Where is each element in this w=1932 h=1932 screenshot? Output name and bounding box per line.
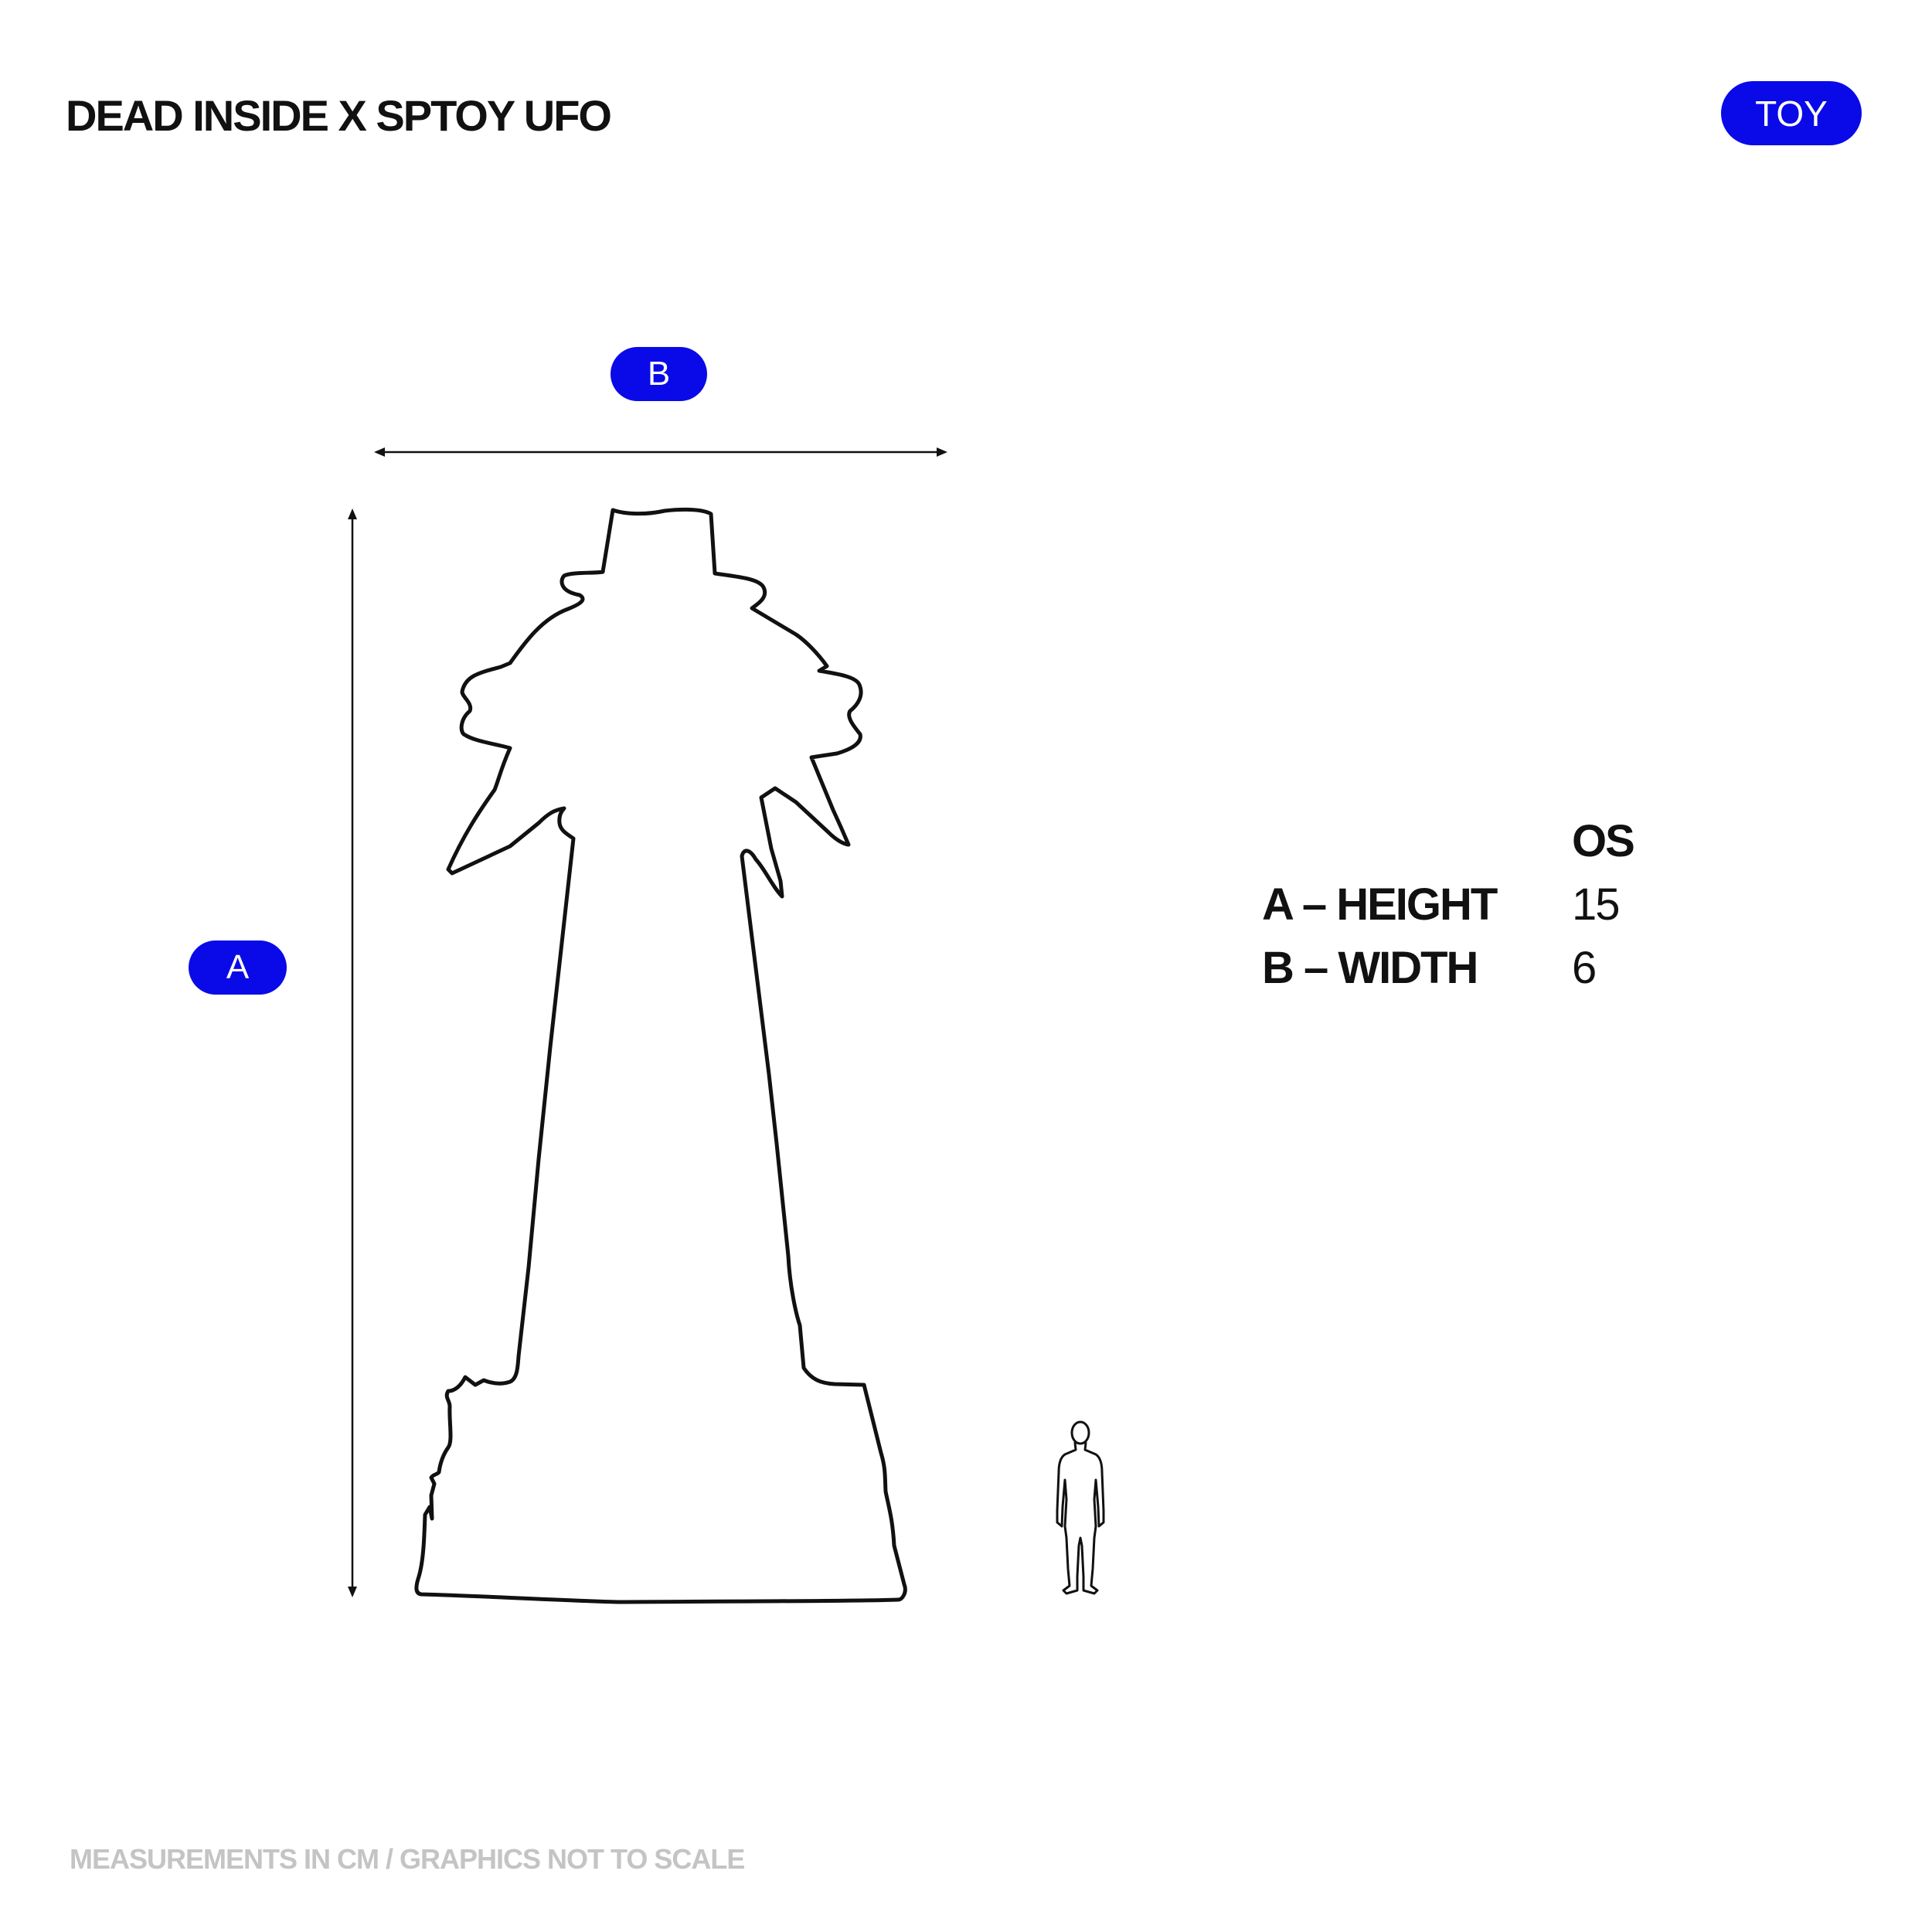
- spec-label-width: B – WIDTH: [1262, 943, 1478, 993]
- spec-label-height: A – HEIGHT: [1262, 879, 1498, 930]
- page-title: DEAD INSIDE X SPTOY UFO: [66, 91, 612, 140]
- dimension-a-badge: A: [189, 940, 287, 995]
- spec-value-width: 6: [1572, 943, 1597, 993]
- height-arrow: [348, 509, 357, 1597]
- human-scale-figure-icon: [1056, 1420, 1105, 1595]
- category-badge: TOY: [1721, 81, 1862, 145]
- spec-column-header: OS: [1572, 816, 1635, 866]
- width-arrow: [374, 447, 947, 457]
- dimension-b-badge: B: [611, 347, 707, 401]
- toy-silhouette: [414, 507, 907, 1604]
- footer-note: MEASUREMENTS IN CM / GRAPHICS NOT TO SCA…: [70, 1843, 745, 1875]
- spec-value-height: 15: [1572, 879, 1620, 930]
